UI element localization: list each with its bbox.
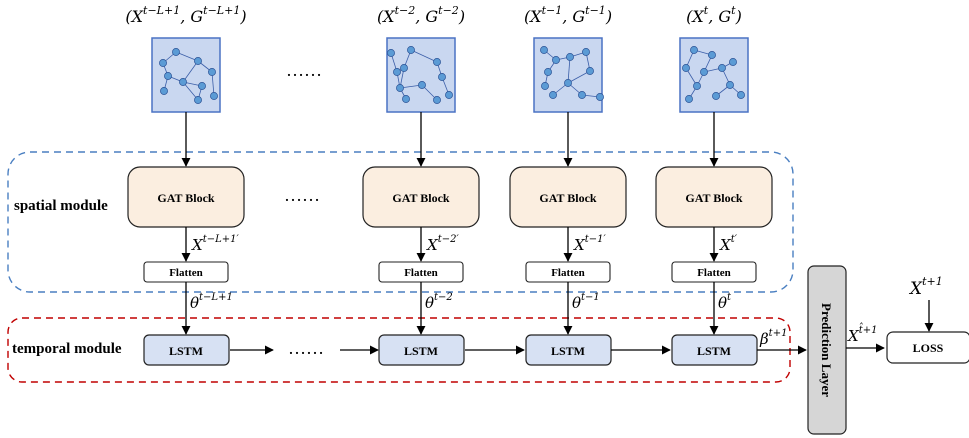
loss-label: LOSS (913, 341, 944, 355)
graph-node (552, 56, 560, 64)
loss-box (886, 331, 969, 364)
graph-node (737, 91, 745, 99)
graph-node (586, 67, 594, 75)
beta-label: βt+1 (759, 328, 787, 348)
graph-node (540, 46, 548, 54)
graph-node (387, 49, 395, 57)
gat-output-label: Xt−1′ (573, 234, 606, 254)
graph-node (582, 48, 590, 56)
ellipsis-lstm-row: …… (288, 338, 324, 358)
graph-node (718, 64, 726, 72)
graph-node (712, 92, 720, 100)
graph-node (210, 92, 218, 100)
flatten-label: Flatten (551, 267, 585, 279)
gat-block-label: GAT Block (157, 191, 215, 205)
gat-output-label: Xt′ (719, 234, 738, 254)
graph-node (682, 64, 690, 72)
theta-label: θt (718, 292, 732, 312)
graph-node (708, 51, 716, 59)
prediction-output-label: Xt̂+1 (847, 323, 877, 345)
graph-edge (182, 60, 199, 83)
flatten-label: Flatten (169, 267, 203, 279)
graph-node (407, 46, 415, 54)
lstm-label: LSTM (404, 344, 438, 358)
prediction-layer-label: Prediction Layer (819, 303, 834, 397)
theta-label: θt−2 (425, 292, 453, 312)
graph-node (578, 91, 586, 99)
graph-node (438, 73, 446, 81)
graph-node (418, 81, 426, 89)
input-label: (Xt−2, Gt−2) (377, 4, 465, 26)
input-label: (Xt−1, Gt−1) (524, 4, 612, 26)
graph-node (541, 82, 549, 90)
graph-edge (410, 49, 438, 63)
graph-node (726, 81, 734, 89)
theta-label: θt−L+1 (190, 292, 233, 312)
input-label: (Xt−L+1, Gt−L+1) (125, 4, 246, 26)
graph-node (172, 48, 180, 56)
graph-node (564, 79, 572, 87)
graph-node (393, 68, 401, 76)
gat-block-label: GAT Block (392, 191, 450, 205)
graph-node (433, 58, 441, 66)
input-label: (Xt, Gt) (686, 4, 742, 26)
gat-block-label: GAT Block (685, 191, 743, 205)
lstm-label: LSTM (551, 344, 585, 358)
gat-block-label: GAT Block (539, 191, 597, 205)
graph-node (179, 78, 187, 86)
graph-node (194, 57, 202, 65)
graph-node (402, 95, 410, 103)
graph-node (700, 68, 708, 76)
flatten-label: Flatten (697, 267, 731, 279)
graph-node (690, 46, 698, 54)
graph-node (159, 59, 167, 67)
graph-node (164, 72, 172, 80)
lstm-label: LSTM (169, 344, 203, 358)
graph-node (549, 91, 557, 99)
ellipsis-gat-row: …… (284, 185, 320, 205)
graph-node (208, 68, 216, 76)
graph-node (396, 84, 404, 92)
graph-node (445, 91, 453, 99)
spatial-module-frame (7, 151, 794, 293)
graph-edge (567, 70, 591, 84)
graph-node (729, 58, 737, 66)
graph-node (400, 64, 408, 72)
lstm-label: LSTM (697, 344, 731, 358)
lstm-box (378, 334, 465, 366)
theta-label: θt−1 (572, 292, 600, 312)
graph-node (160, 87, 168, 95)
graph-node (433, 96, 441, 104)
gat-output-label: Xt−L+1′ (191, 234, 239, 254)
graph-node (693, 82, 701, 90)
spatial-module-label: spatial module (14, 198, 108, 214)
gat-output-label: Xt−2′ (426, 234, 459, 254)
temporal-module-label: temporal module (12, 341, 122, 357)
ellipsis-graph-row: …… (286, 60, 322, 80)
prediction-layer-box (807, 265, 847, 435)
lstm-box (143, 334, 230, 366)
graph-node (544, 68, 552, 76)
graph-node (685, 95, 693, 103)
graph-edge (175, 51, 199, 62)
graph-edge (566, 56, 571, 84)
graph-node (194, 96, 202, 104)
graph-node (198, 82, 206, 90)
flatten-label: Flatten (404, 267, 438, 279)
target-label: Xt+1 (908, 275, 943, 299)
graph-node (596, 93, 604, 101)
graph-edge (211, 71, 216, 97)
graph-node (566, 53, 574, 61)
